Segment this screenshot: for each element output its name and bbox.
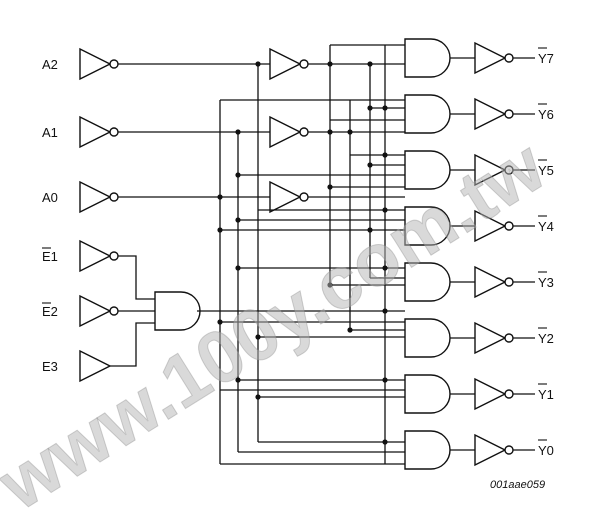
inverter-a1	[79, 116, 119, 148]
inverter-a0	[79, 181, 119, 213]
label-y2: Y2	[538, 331, 554, 346]
output-stage-y2	[404, 318, 535, 358]
enable-wiring	[110, 255, 155, 367]
inverter-a1-stage2	[269, 116, 309, 148]
bus-lines	[197, 44, 405, 464]
buffer-e3	[79, 350, 111, 382]
inverter-a0-stage2	[269, 181, 309, 213]
label-a1: A1	[42, 125, 58, 140]
label-y4: Y4	[538, 219, 554, 234]
inverter-a2-stage2	[269, 48, 309, 80]
output-stage-y7	[404, 38, 535, 78]
output-stage-y0	[404, 430, 535, 470]
label-y5: Y5	[538, 163, 554, 178]
output-stage-y3	[404, 262, 535, 302]
label-y1: Y1	[538, 387, 554, 402]
output-stage-y6	[404, 94, 535, 134]
junction-dots	[217, 61, 388, 445]
label-e1: E1	[42, 249, 58, 264]
label-e2: E2	[42, 304, 58, 319]
label-y0: Y0	[538, 443, 554, 458]
gate-input-wiring	[220, 107, 405, 465]
output-stage-y4	[404, 206, 535, 246]
label-y6: Y6	[538, 107, 554, 122]
output-stage-y1	[404, 374, 535, 414]
label-a0: A0	[42, 190, 58, 205]
label-a2: A2	[42, 57, 58, 72]
inverter-e2	[79, 295, 119, 327]
label-e3: E3	[42, 359, 58, 374]
output-stage-y5	[404, 150, 535, 190]
address-wiring	[118, 63, 405, 198]
figure-reference: 001aae059	[490, 479, 545, 491]
inverter-e1	[79, 240, 119, 272]
inverter-a2	[79, 48, 119, 80]
label-y7: Y7	[538, 51, 554, 66]
label-y3: Y3	[538, 275, 554, 290]
output-labels: Y7 Y6 Y5 Y4 Y3 Y2 Y1 Y0	[538, 47, 554, 458]
